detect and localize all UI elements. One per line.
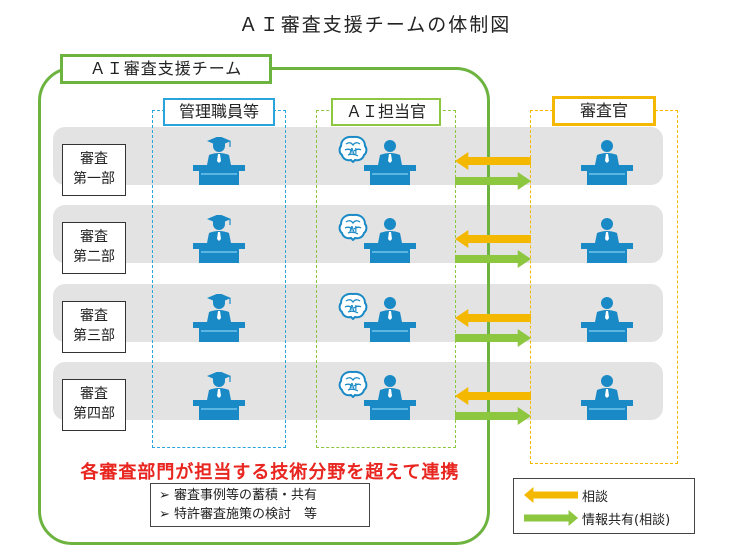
manager-column-header: 管理職員等	[163, 98, 275, 126]
ai-brain-icon	[338, 213, 368, 241]
diagram-title: ＡＩ審査支援チームの体制図	[238, 14, 512, 36]
person-at-desk-icon	[577, 372, 637, 422]
examiner-column-header: 審査官	[552, 96, 656, 126]
legend-consult-label: 相談	[582, 490, 609, 505]
legend-orange-arrow-icon	[524, 487, 578, 503]
person-at-desk-icon	[360, 137, 420, 187]
graduate-at-desk-icon	[189, 137, 249, 187]
department-line1: 審査	[80, 151, 108, 167]
graduate-at-desk-icon	[189, 294, 249, 344]
green-right-arrow	[455, 172, 531, 190]
orange-left-arrow	[455, 387, 531, 405]
ai-brain-icon	[338, 292, 368, 320]
department-line2: 第四部	[73, 406, 115, 422]
department-line1: 審査	[80, 386, 108, 402]
orange-left-arrow	[455, 152, 531, 170]
department-line1: 審査	[80, 229, 108, 245]
graduate-at-desk-icon	[189, 215, 249, 265]
department-line2: 第一部	[73, 171, 115, 187]
activity-item-2: ➢ 特許審査施策の検討 等	[159, 507, 318, 522]
orange-left-arrow	[455, 230, 531, 248]
legend: 相談 情報共有(相談)	[513, 478, 695, 534]
department-label-3: 審査 第三部	[62, 301, 126, 353]
green-right-arrow	[455, 250, 531, 268]
orange-left-arrow	[455, 309, 531, 327]
activities-box: ➢ 審査事例等の蓄積・共有 ➢ 特許審査施策の検討 等	[150, 483, 370, 527]
department-line2: 第三部	[73, 328, 115, 344]
person-at-desk-icon	[577, 294, 637, 344]
ai-column-header: ＡＩ担当官	[331, 98, 441, 126]
ai-brain-icon	[338, 135, 368, 163]
ai-brain-icon	[338, 370, 368, 398]
collaboration-statement: 各審査部門が担当する技術分野を超えて連携	[80, 462, 460, 483]
department-line1: 審査	[80, 308, 108, 324]
green-right-arrow	[455, 407, 531, 425]
person-at-desk-icon	[577, 215, 637, 265]
person-at-desk-icon	[360, 215, 420, 265]
person-at-desk-icon	[360, 372, 420, 422]
department-label-1: 審査 第一部	[62, 144, 126, 196]
green-right-arrow	[455, 329, 531, 347]
legend-share-label: 情報共有(相談)	[582, 513, 671, 528]
department-label-4: 審査 第四部	[62, 379, 126, 431]
person-at-desk-icon	[360, 294, 420, 344]
person-at-desk-icon	[577, 137, 637, 187]
graduate-at-desk-icon	[189, 372, 249, 422]
team-label: ＡＩ審査支援チーム	[60, 54, 272, 84]
department-line2: 第二部	[73, 249, 115, 265]
legend-green-arrow-icon	[524, 510, 578, 526]
department-label-2: 審査 第二部	[62, 222, 126, 274]
activity-item-1: ➢ 審査事例等の蓄積・共有	[159, 488, 318, 503]
